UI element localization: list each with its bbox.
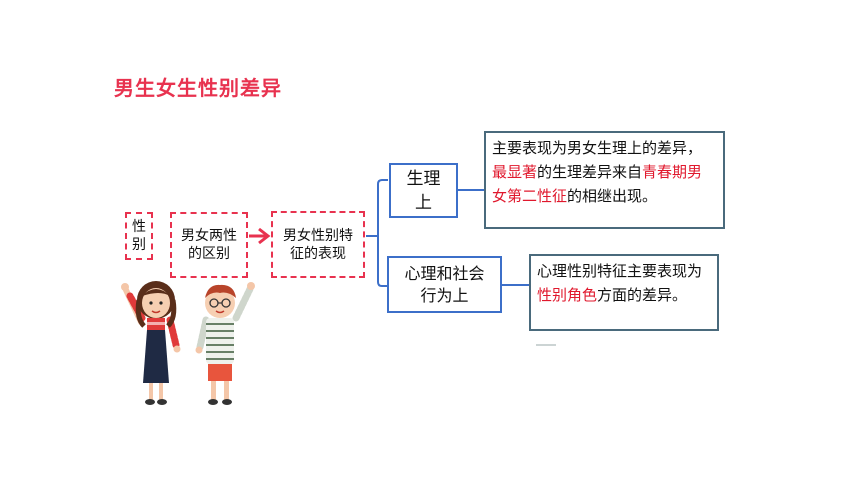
red-arrow-head bbox=[258, 227, 271, 245]
box-physiology: 生理上 bbox=[389, 163, 458, 218]
box-gender: 性别 bbox=[125, 212, 153, 260]
note-physiology-highlight-1: 最显著 bbox=[492, 163, 538, 181]
box-gender-label: 性别 bbox=[132, 219, 146, 253]
box-psychology-label: 心理和社会行为上 bbox=[404, 263, 485, 305]
box-difference-label: 男女两性的区别 bbox=[181, 228, 237, 262]
note-psychology-highlight-1: 性别角色 bbox=[537, 286, 598, 304]
note-psychology: 心理性别特征主要表现为性别角色方面的差异。 bbox=[529, 254, 719, 331]
boy-figure bbox=[195, 282, 255, 405]
box-features-label: 男女性别特征的表现 bbox=[283, 227, 353, 262]
slide-title: 男生女生性别差异 bbox=[114, 76, 282, 100]
note-psychology-text-2: 方面的差异。 bbox=[597, 286, 688, 304]
note-psychology-text-1: 心理性别特征主要表现为 bbox=[537, 262, 703, 280]
box-difference: 男女两性的区别 bbox=[170, 212, 248, 278]
girl-figure bbox=[121, 281, 181, 405]
box-physiology-label: 生理上 bbox=[406, 168, 441, 213]
box-features: 男女性别特征的表现 bbox=[271, 211, 365, 278]
note-physiology-text-3: 的相继出现。 bbox=[567, 187, 658, 205]
note-physiology-highlight-2: 青春期男女第二性征 bbox=[492, 163, 703, 205]
box-psychology: 心理和社会行为上 bbox=[387, 256, 502, 313]
bracket-curve bbox=[377, 179, 388, 287]
note-physiology-text-1: 主要表现为男女生理上的差异， bbox=[492, 139, 703, 157]
note-physiology-text-2: 的生理差异来自 bbox=[537, 163, 643, 181]
note-physiology: 主要表现为男女生理上的差异， 最显著的生理差异来自青春期男女第二性征的相继出现。 bbox=[484, 131, 725, 229]
